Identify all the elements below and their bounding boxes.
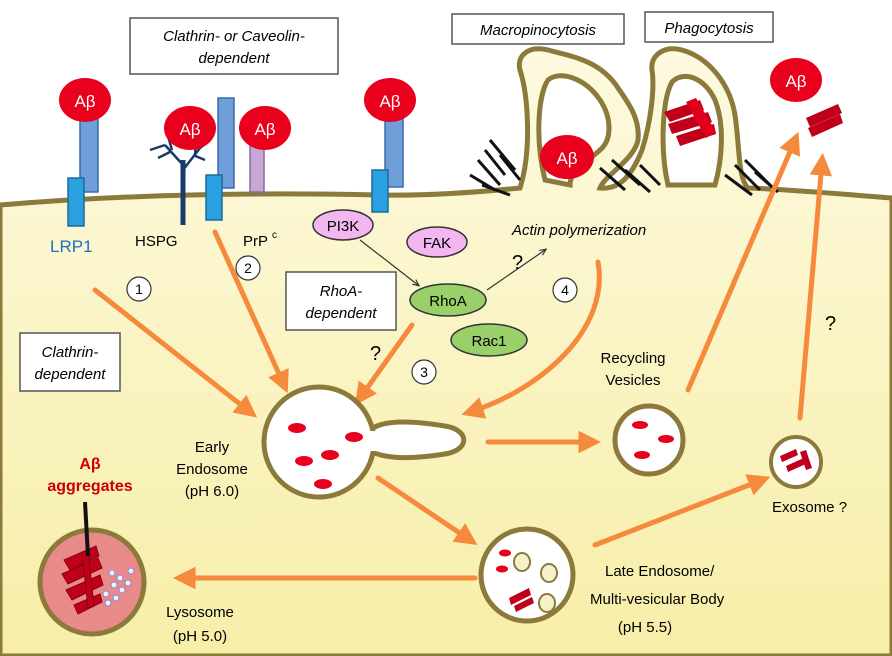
fak-node: FAK — [406, 226, 468, 258]
abeta-prp: Aβ — [239, 106, 291, 150]
svg-text:RhoA: RhoA — [429, 293, 467, 310]
macropinocytosis-box: Macropinocytosis — [451, 13, 625, 45]
cytoplasm-membrane — [0, 46, 892, 656]
svg-text:Phagocytosis: Phagocytosis — [664, 20, 754, 37]
late-endosome — [478, 526, 576, 624]
pathway-number-4: 4 — [552, 277, 578, 303]
recycling-vesicles-label: Recycling Vesicles — [600, 350, 665, 389]
hspg-label: HSPG — [135, 233, 178, 250]
recycling-vesicle — [612, 403, 686, 477]
lrp1-label: LRP1 — [50, 237, 93, 256]
early-endosome — [261, 384, 467, 500]
actin-filaments — [469, 139, 779, 197]
rhoa-path-receptor — [371, 111, 404, 213]
exosome — [769, 435, 823, 489]
early-endosome-label: Early Endosome (pH 6.0) — [176, 439, 248, 500]
svg-text:FAK: FAK — [423, 235, 451, 252]
svg-text:dependent: dependent — [35, 366, 107, 383]
svg-text:Vesicles: Vesicles — [605, 372, 660, 389]
late-endosome-label: Late Endosome/ Multi-vesicular Body (pH … — [590, 563, 725, 636]
svg-text:Recycling: Recycling — [600, 350, 665, 367]
clathrin-receptor — [205, 97, 235, 221]
lysosome-label: Lysosome (pH 5.0) — [166, 604, 234, 645]
svg-text:Lysosome: Lysosome — [166, 604, 234, 621]
exosome-label: Exosome ? — [772, 499, 847, 516]
svg-text:Clathrin-: Clathrin- — [42, 344, 99, 361]
rac1-node: Rac1 — [450, 323, 528, 357]
question-mark-actin: ? — [512, 252, 523, 274]
svg-text:2: 2 — [244, 260, 252, 276]
pathway-number-1: 1 — [126, 276, 152, 302]
svg-text:3: 3 — [420, 364, 428, 380]
svg-text:Rac1: Rac1 — [471, 333, 506, 350]
clathrin-dependent-box: Clathrin- dependent — [19, 332, 121, 392]
pathway-number-2: 2 — [235, 255, 261, 281]
pi3k-node: PI3K — [312, 209, 374, 241]
svg-text:4: 4 — [561, 282, 569, 298]
svg-text:dependent: dependent — [199, 50, 271, 67]
svg-text:Early: Early — [195, 439, 230, 456]
actin-polymerization-label: Actin polymerization — [511, 222, 646, 239]
abeta-hspg: Aβ — [164, 106, 216, 150]
phagocytosis-cup — [660, 74, 724, 188]
svg-text:Aβ: Aβ — [379, 92, 400, 111]
abeta-macropinocytosis: Aβ — [540, 135, 594, 179]
rhoa-dependent-box: RhoA- dependent — [285, 271, 397, 331]
svg-text:Late Endosome/: Late Endosome/ — [605, 563, 715, 580]
abeta-aggregate-phagocytosis — [664, 98, 716, 146]
rhoa-to-actin-arrow — [486, 250, 545, 291]
svg-text:Multi-vesicular Body: Multi-vesicular Body — [590, 591, 725, 608]
svg-text:(pH 5.0): (pH 5.0) — [173, 628, 227, 645]
svg-text:c: c — [272, 230, 277, 241]
svg-text:dependent: dependent — [306, 305, 378, 322]
pi3k-to-rhoa-arrow — [359, 239, 418, 285]
clathrin-caveolin-box: Clathrin- or Caveolin- dependent — [129, 17, 339, 75]
question-mark-rhoa: ? — [370, 343, 381, 365]
svg-text:Clathrin- or Caveolin-: Clathrin- or Caveolin- — [163, 28, 305, 45]
abeta-aggregates-label: Aβ aggregates — [47, 456, 132, 495]
svg-text:1: 1 — [135, 281, 143, 297]
svg-text:RhoA-: RhoA- — [320, 283, 363, 300]
pathway-number-3: 3 — [411, 359, 437, 385]
svg-text:Endosome: Endosome — [176, 461, 248, 478]
abeta-released: Aβ — [770, 58, 822, 102]
svg-text:Aβ: Aβ — [79, 456, 101, 473]
svg-text:aggregates: aggregates — [47, 478, 132, 495]
svg-text:(pH 6.0): (pH 6.0) — [185, 483, 239, 500]
svg-text:PI3K: PI3K — [327, 218, 360, 235]
abeta-rhoa-receptor: Aβ — [364, 78, 416, 122]
rhoa-node: RhoA — [409, 283, 487, 317]
svg-text:(pH 5.5): (pH 5.5) — [618, 619, 672, 636]
phagocytosis-box: Phagocytosis — [644, 11, 774, 43]
svg-text:Aβ: Aβ — [254, 120, 275, 139]
abeta-lrp1: Aβ — [59, 78, 111, 122]
svg-text:Aβ: Aβ — [556, 149, 577, 168]
svg-text:PrP: PrP — [243, 233, 268, 250]
pathway-arrows — [92, 131, 833, 590]
svg-text:Aβ: Aβ — [74, 92, 95, 111]
svg-text:Macropinocytosis: Macropinocytosis — [480, 22, 596, 39]
abeta-aggregate-released — [806, 104, 843, 137]
svg-text:Aβ: Aβ — [179, 120, 200, 139]
prp-label: PrP c — [243, 230, 277, 250]
lysosome — [37, 501, 147, 637]
svg-text:Aβ: Aβ — [785, 72, 806, 91]
question-mark-exosome: ? — [825, 313, 836, 335]
